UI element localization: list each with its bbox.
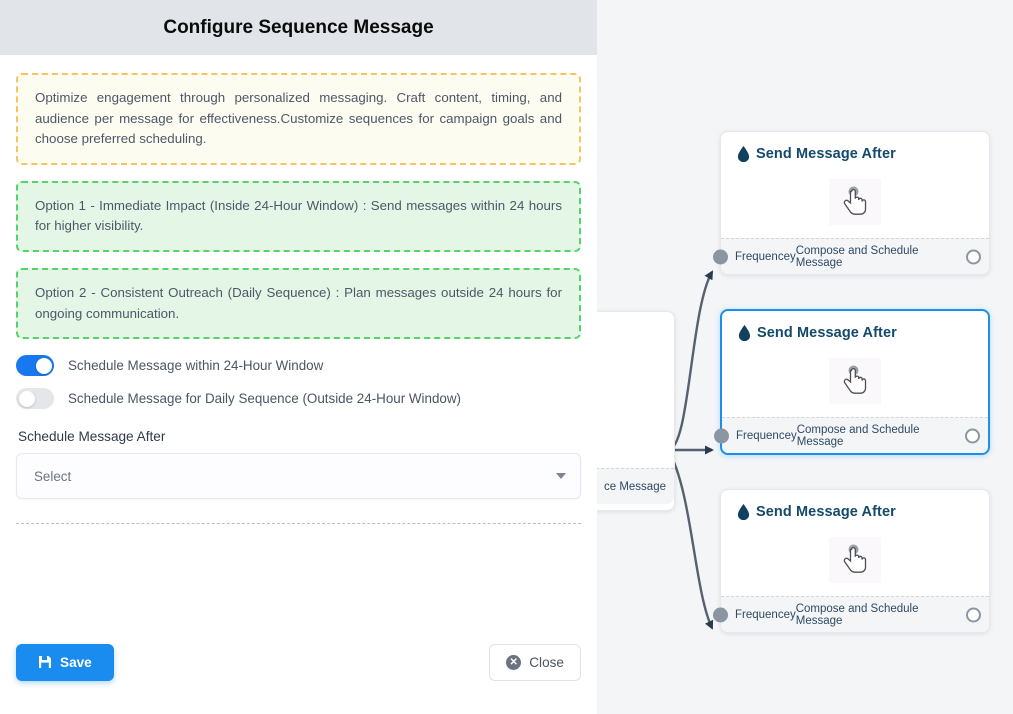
- close-button-label: Close: [529, 654, 564, 670]
- toggle-knob: [35, 357, 52, 374]
- node-header: Send Message After: [721, 490, 989, 524]
- save-floppy-icon: [39, 656, 51, 668]
- node-foot-left-label: Frequencey: [736, 429, 797, 442]
- toggle-row-daily-sequence[interactable]: Schedule Message for Daily Sequence (Out…: [16, 388, 581, 410]
- page-title: Configure Sequence Message: [163, 16, 434, 38]
- node-output-port[interactable]: [966, 607, 981, 622]
- chevron-down-icon[interactable]: [556, 473, 566, 480]
- save-button-label: Save: [60, 654, 92, 670]
- droplet-icon: [738, 325, 751, 341]
- info-note-option-1: Option 1 - Immediate Impact (Inside 24-H…: [16, 180, 581, 253]
- schedule-message-after-select[interactable]: Select: [16, 453, 581, 500]
- save-button[interactable]: Save: [16, 643, 114, 681]
- node-foot-right-label: Compose and Schedule Message: [795, 244, 919, 269]
- node-foot-right-label: Compose and Schedule Message: [796, 423, 920, 448]
- modal-body: Optimize engagement through personalized…: [0, 55, 597, 610]
- node-foot-right-label: ce Message: [603, 480, 666, 493]
- node-body: [721, 166, 989, 238]
- node-header: Send Message After: [722, 311, 988, 345]
- node-title: Send Message After: [756, 504, 896, 520]
- flow-node-send-message-after-3[interactable]: Send Message After Frequencey Compose an…: [713, 489, 990, 633]
- node-header: Send Message After: [721, 132, 989, 166]
- circle-x-icon: ✕: [506, 654, 522, 670]
- node-input-port[interactable]: [713, 607, 728, 622]
- toggle-label-within-24h: Schedule Message within 24-Hour Window: [68, 358, 324, 374]
- node-title: Send Message After: [757, 325, 897, 341]
- droplet-icon: [737, 504, 750, 520]
- node-footer: Frequencey Compose and Schedule Message: [713, 238, 989, 274]
- configure-sequence-message-modal: Configure Sequence Message Optimize enga…: [0, 0, 597, 714]
- pointing-hand-cursor-icon: [829, 537, 881, 583]
- flow-node-send-message-after-1[interactable]: Send Message After Frequencey Compose an…: [713, 131, 990, 275]
- footer-divider: [16, 523, 581, 525]
- modal-footer: Save ✕ Close: [0, 610, 597, 714]
- modal-header: Configure Sequence Message: [0, 0, 597, 55]
- node-output-port[interactable]: [965, 428, 980, 443]
- node-footer: Frequencey Compose and Schedule Message: [713, 596, 989, 632]
- node-foot-right-label: Compose and Schedule Message: [795, 602, 919, 627]
- close-button[interactable]: ✕ Close: [489, 643, 581, 681]
- toggle-row-within-24h[interactable]: Schedule Message within 24-Hour Window: [16, 355, 581, 377]
- pointing-hand-cursor-icon: [829, 358, 881, 404]
- info-note-option-2: Option 2 - Consistent Outreach (Daily Se…: [16, 268, 581, 340]
- toggle-label-daily-sequence: Schedule Message for Daily Sequence (Out…: [68, 391, 461, 407]
- node-footer: Frequencey Compose and Schedule Message: [714, 417, 988, 453]
- node-foot-left-label: Frequencey: [735, 250, 796, 263]
- node-body: [721, 524, 989, 596]
- node-foot-left-label: Frequencey: [735, 608, 796, 621]
- toggle-knob: [18, 390, 35, 407]
- droplet-icon: [737, 146, 750, 162]
- node-title: Send Message After: [756, 146, 896, 162]
- select-value: Select: [34, 468, 72, 484]
- info-note-description: Optimize engagement through personalized…: [16, 73, 581, 165]
- flow-node-send-message-after-2[interactable]: Send Message After Frequencey Compose an…: [714, 309, 990, 455]
- toggle-schedule-daily-sequence[interactable]: [16, 388, 54, 410]
- node-body: [722, 345, 988, 417]
- pointing-hand-cursor-icon: [829, 179, 881, 225]
- node-output-port[interactable]: [966, 249, 981, 264]
- node-input-port[interactable]: [714, 428, 729, 443]
- field-label-schedule-message-after: Schedule Message After: [18, 429, 166, 445]
- toggle-schedule-within-24h[interactable]: [16, 355, 54, 377]
- node-input-port[interactable]: [713, 249, 728, 264]
